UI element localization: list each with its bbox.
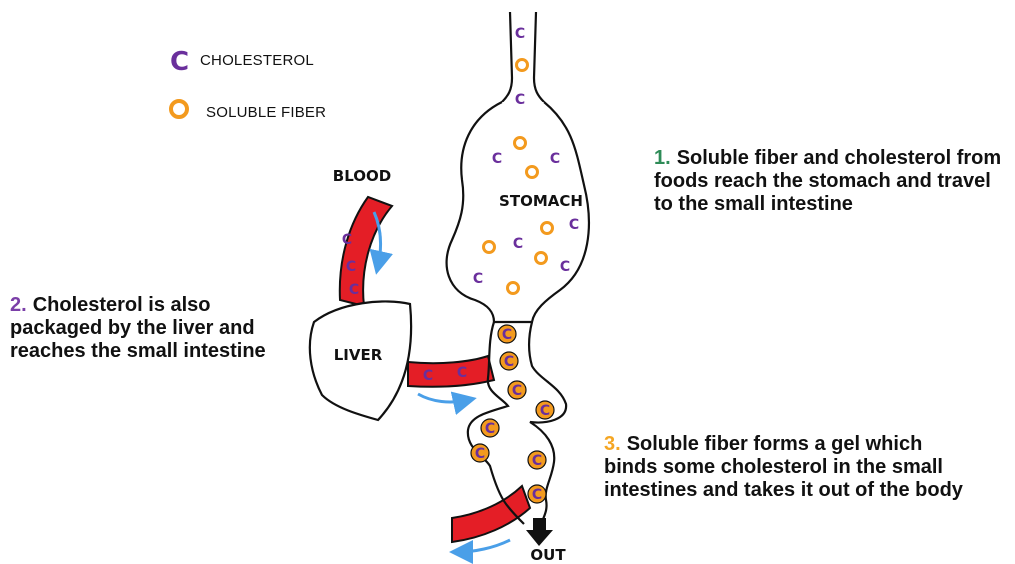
blood-vessel-middle	[408, 356, 494, 387]
legend-fiber-label: SOLUBLE FIBER	[206, 104, 326, 121]
cholesterol-legend-icon: C	[170, 47, 189, 77]
cholesterol-particle: C	[423, 368, 433, 384]
fiber-legend-icon	[171, 101, 187, 117]
step-3: 3.Soluble fiber forms a gel which binds …	[604, 433, 964, 502]
cholesterol-particle: C	[560, 259, 570, 275]
cholesterol-particle: C	[349, 282, 359, 298]
step-3-text: Soluble fiber forms a gel which binds so…	[604, 433, 963, 501]
bound-cholesterol-particle: C	[475, 446, 485, 462]
cholesterol-particle: C	[515, 92, 525, 108]
cholesterol-particle: C	[457, 365, 467, 381]
bound-cholesterol-particle: C	[512, 383, 522, 399]
cholesterol-particle: C	[473, 271, 483, 287]
liver-label: LIVER	[334, 346, 383, 364]
step-1-number: 1.	[654, 147, 671, 169]
step-3-number: 3.	[604, 433, 621, 455]
bound-cholesterol-particle: C	[540, 403, 550, 419]
out-arrow	[526, 518, 553, 546]
step-2-text: Cholesterol is also packaged by the live…	[10, 294, 266, 362]
blood-vessel-upper	[340, 197, 392, 306]
bound-cholesterol-particle: C	[532, 487, 542, 503]
cholesterol-particle: C	[342, 232, 352, 248]
step-1-text: Soluble fiber and cholesterol from foods…	[654, 147, 1001, 215]
blood-vessel-lower	[452, 486, 530, 542]
bound-cholesterol-particle: C	[532, 453, 542, 469]
step-2: 2.Cholesterol is also packaged by the li…	[10, 294, 295, 363]
cholesterol-particle: C	[513, 236, 523, 252]
cholesterol-particle: C	[515, 26, 525, 42]
blood-flow-arrow-left	[458, 540, 510, 552]
blood-flow-arrow-right	[418, 394, 468, 402]
bound-cholesterol-particle: C	[485, 421, 495, 437]
step-1: 1.Soluble fiber and cholesterol from foo…	[654, 147, 1004, 216]
cholesterol-particle: C	[569, 217, 579, 233]
cholesterol-particle: C	[346, 259, 356, 275]
bound-cholesterol-particle: C	[502, 327, 512, 343]
step-2-number: 2.	[10, 294, 27, 316]
cholesterol-particle: C	[492, 151, 502, 167]
stomach-label: STOMACH	[499, 192, 583, 210]
legend-cholesterol-label: CHOLESTEROL	[200, 52, 314, 69]
fiber-particle	[517, 60, 528, 71]
blood-label: BLOOD	[333, 167, 391, 185]
bound-cholesterol-particle: C	[504, 354, 514, 370]
cholesterol-particle: C	[550, 151, 560, 167]
out-label: OUT	[530, 546, 566, 564]
